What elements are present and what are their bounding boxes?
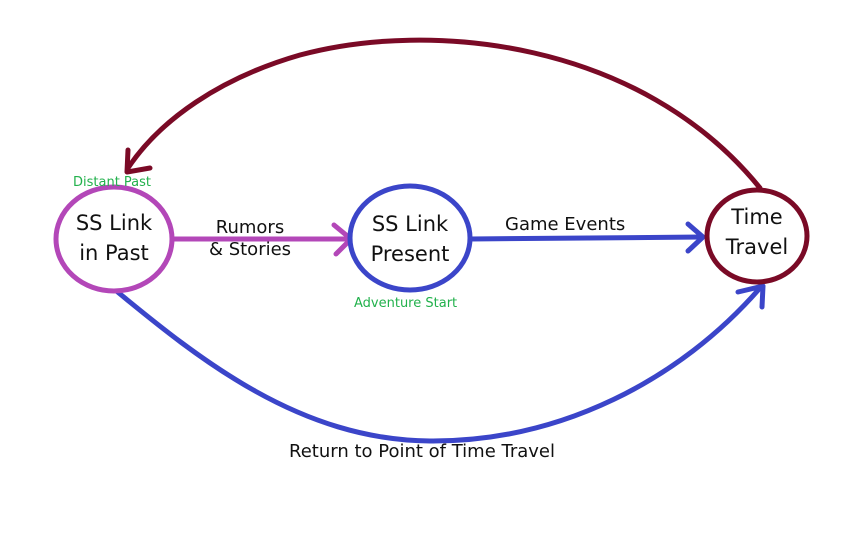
note-distant-past: Distant Past (73, 175, 152, 190)
arrowhead-time-travel-to-past (124, 147, 153, 175)
edge-past-to-time-travel-return (111, 285, 763, 444)
node-present-line-2: Present (370, 242, 450, 266)
edge-game-events-label: Game Events (505, 214, 626, 235)
node-travel-label: Time Travel (697, 202, 817, 262)
node-ss-link-in-past (53, 184, 175, 294)
edge-rumors-line-1: Rumors (215, 217, 285, 238)
edge-return-label: Return to Point of Time Travel (289, 441, 556, 462)
node-present-line-1: SS Link (371, 212, 449, 236)
arrowhead-present-to-time-travel (685, 221, 706, 254)
node-ss-link-present (347, 183, 473, 293)
node-time-travel (704, 187, 810, 285)
node-past-line-1: SS Link (75, 211, 153, 235)
node-past-line-2: in Past (79, 241, 149, 265)
note-adventure-start: Adventure Start (354, 296, 458, 311)
node-travel-line-1: Time (731, 205, 783, 229)
edge-time-travel-to-past (125, 37, 763, 191)
node-present-label: SS Link Present (350, 209, 470, 269)
node-travel-line-2: Travel (725, 235, 789, 259)
node-past-label: SS Link in Past (54, 208, 174, 268)
edge-rumors-label: Rumors & Stories (190, 217, 310, 260)
edge-present-to-time-travel (467, 234, 705, 242)
edge-rumors-line-2: & Stories (208, 238, 292, 260)
arrowhead-past-to-time-travel-return (735, 283, 766, 310)
